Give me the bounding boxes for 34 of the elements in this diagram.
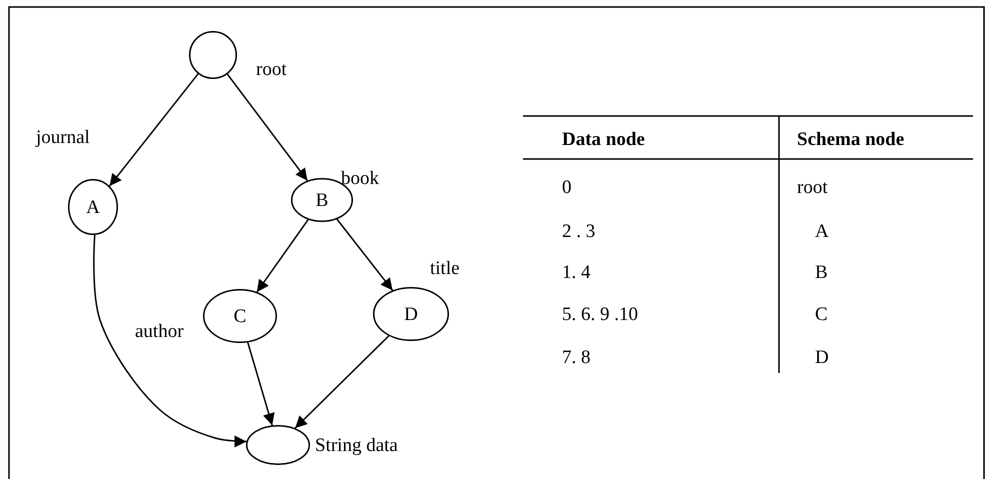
node-label: A: [86, 198, 100, 216]
node-tag: book: [341, 169, 379, 188]
table-cell-text: 7. 8: [562, 348, 590, 367]
ellipse-node: [203, 289, 277, 343]
arrow: [294, 335, 390, 429]
table-cell-text: 0: [562, 178, 572, 197]
node-tag: String data: [315, 436, 398, 455]
node-tag: root: [256, 60, 287, 79]
node-label: C: [234, 306, 246, 326]
table-cell-text: A: [815, 222, 829, 241]
circle-node: [189, 31, 237, 79]
table-cell-text: 5. 6. 9 .10: [562, 305, 638, 324]
column-header: Data node: [562, 130, 645, 149]
table-cell-text: C: [815, 305, 828, 324]
arrow: [108, 73, 199, 186]
arrow: [247, 342, 275, 426]
table-cell-text: 2 . 3: [562, 222, 596, 241]
node-tag: title: [430, 259, 460, 278]
table-cell-text: 1. 4: [562, 263, 590, 282]
table-cell-text: root: [797, 178, 828, 197]
arrow: [226, 74, 308, 182]
node-tag: author: [135, 322, 184, 341]
node-tag: journal: [36, 128, 90, 147]
table-cell-text: B: [815, 263, 828, 282]
node-label: B: [316, 190, 328, 210]
ellipse-node: [373, 287, 449, 341]
arrow: [336, 218, 394, 291]
ellipse-node: [246, 425, 310, 465]
arrow: [93, 234, 246, 448]
ellipse-node: [68, 179, 118, 235]
arrow: [256, 219, 309, 292]
node-label: D: [404, 304, 418, 324]
column-header: Schema node: [797, 130, 904, 149]
table-cell-text: D: [815, 348, 829, 367]
